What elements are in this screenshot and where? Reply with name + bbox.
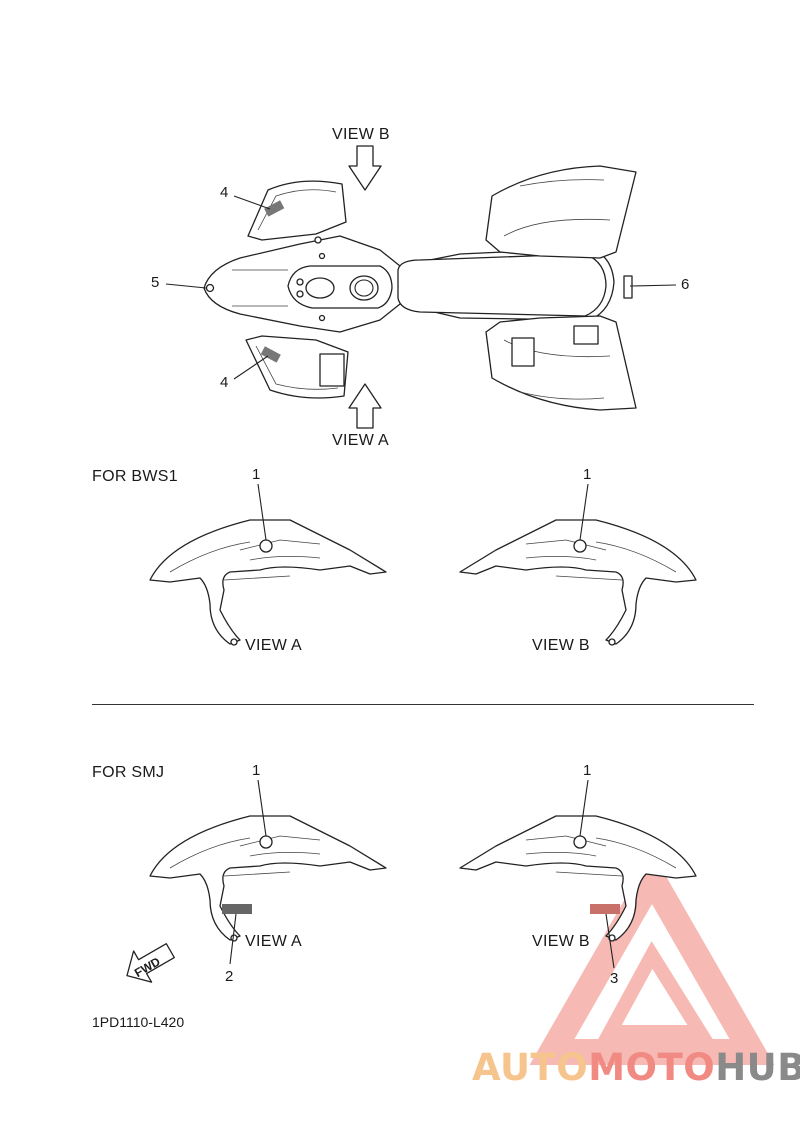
bws1-fender-view-a (149, 519, 387, 646)
smj-decal-left (222, 904, 252, 914)
callout-6: 6 (681, 276, 690, 293)
top-leaders (165, 195, 677, 380)
watermark-moto: MOTO (588, 1046, 716, 1089)
callout-1-smj-b: 1 (583, 762, 592, 779)
view-a-top-label: VIEW A (332, 432, 389, 449)
view-b-top-label: VIEW B (332, 126, 390, 143)
callout-1-bws1-b: 1 (583, 466, 592, 483)
callout-4-lower: 4 (220, 374, 229, 391)
callout-2: 2 (225, 968, 234, 985)
smj-fender-view-a (149, 815, 387, 942)
smj-decal-right (590, 904, 620, 914)
section-smj-label: FOR SMJ (92, 764, 165, 781)
drawing-code: 1PD1110-L420 (92, 1014, 185, 1030)
view-a-arrow (348, 383, 382, 429)
bws1-view-b-label: VIEW B (532, 637, 590, 654)
watermark-hub: HUB (715, 1046, 800, 1089)
view-b-arrow (348, 145, 382, 191)
smj-view-a-label: VIEW A (245, 933, 302, 950)
callout-5: 5 (151, 274, 160, 291)
bws1-view-a-label: VIEW A (245, 637, 302, 654)
watermark-text: AUTOMOTOHUB (472, 1046, 800, 1089)
callout-1-smj-a: 1 (252, 762, 261, 779)
section-bws1-label: FOR BWS1 (92, 468, 178, 485)
fwd-arrow-icon (126, 943, 175, 983)
bws1-fender-view-b (459, 519, 697, 646)
section-divider (92, 704, 754, 705)
smj-view-b-label: VIEW B (532, 933, 590, 950)
watermark-logo (529, 851, 775, 1065)
top-view-body (203, 165, 637, 411)
callout-4-upper: 4 (220, 184, 229, 201)
watermark-auto: AUTO (472, 1046, 589, 1089)
callout-3: 3 (610, 970, 619, 987)
callout-1-bws1-a: 1 (252, 466, 261, 483)
